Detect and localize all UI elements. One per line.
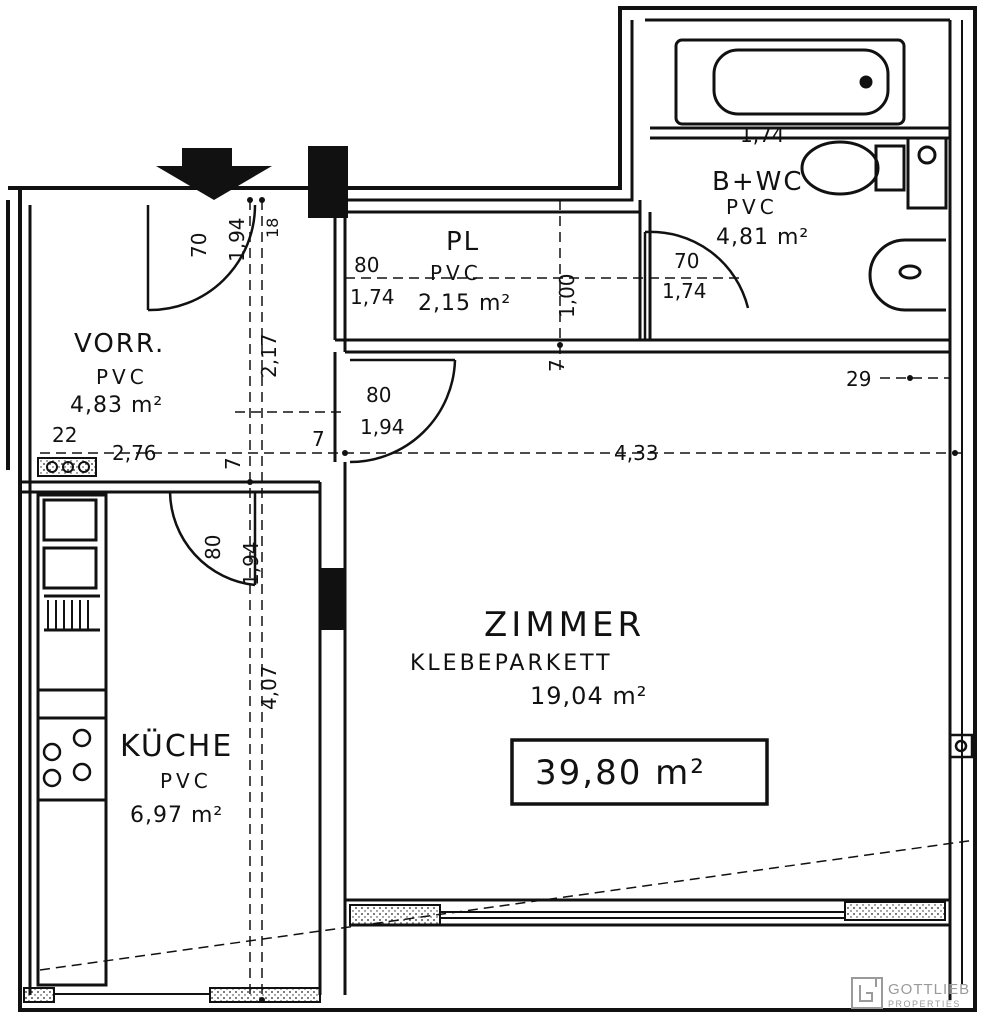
- brand-logo: GOTTLIEB PROPERTIES: [851, 977, 970, 1009]
- dim-22: 22: [52, 423, 77, 447]
- room-bwc-area: 4,81 m²: [716, 225, 809, 250]
- dim-80-pl: 80: [354, 253, 379, 277]
- room-zimmer-area: 19,04 m²: [530, 682, 647, 710]
- wall-blocks: [308, 146, 348, 630]
- room-vorr-name: VORR.: [74, 329, 165, 359]
- interior-walls: [20, 126, 950, 995]
- dim-100: 1,00: [555, 273, 579, 318]
- room-kuche-name: KÜCHE: [120, 728, 233, 764]
- sink-icon: [47, 600, 89, 630]
- room-zimmer-name: ZIMMER: [484, 605, 645, 645]
- bathtub-icon: [674, 38, 906, 126]
- dim-217: 2,17: [257, 333, 281, 378]
- dim-80-zim: 80: [366, 383, 391, 407]
- kitchen-counter: [36, 493, 108, 987]
- room-pl-area: 2,15 m²: [418, 291, 511, 316]
- room-vorr-area: 4,83 m²: [70, 393, 163, 418]
- dim-80-kue: 80: [201, 535, 225, 560]
- dim-70-entry: 70: [187, 233, 211, 258]
- room-kuche-area: 6,97 m²: [130, 803, 223, 828]
- dimension-ticks: [247, 197, 958, 1003]
- logo-icon: [851, 977, 883, 1009]
- washbasin-icon: [868, 238, 946, 312]
- room-pl-floor: PVC: [430, 261, 482, 285]
- toilet-icon: [800, 136, 948, 210]
- dim-29: 29: [846, 367, 871, 391]
- dimension-labels: 1,74 70 1,94 18 80 1,74 1,00 70 1,74 2,1…: [52, 123, 871, 710]
- dim-174-bath: 1,74: [662, 279, 707, 303]
- dim-194-entry: 1,94: [225, 217, 249, 262]
- doors: [146, 204, 750, 587]
- dim-18: 18: [263, 218, 282, 238]
- dim-194-kue: 1,94: [239, 541, 263, 586]
- room-bwc-floor: PVC: [726, 195, 778, 219]
- logo-line2: PROPERTIES: [888, 999, 961, 1009]
- logo-line1: GOTTLIEB: [888, 981, 970, 998]
- stove-icon: [42, 728, 92, 788]
- dim-174-top: 1,74: [740, 123, 785, 147]
- dim-70-bath: 70: [674, 249, 699, 273]
- room-zimmer-floor: KLEBEPARKETT: [410, 651, 613, 676]
- room-labels: VORR. PVC 4,83 m² PL PVC 2,15 m² B+WC PV…: [70, 167, 809, 828]
- room-pl-name: PL: [446, 227, 480, 257]
- window-lines: [54, 911, 845, 995]
- room-vorr-floor: PVC: [96, 365, 148, 389]
- entrance-arrow-icon: [156, 148, 272, 200]
- radiator: [948, 733, 974, 759]
- room-kuche-floor: PVC: [160, 769, 212, 793]
- dim-194-zim: 1,94: [360, 415, 405, 439]
- total-area-value: 39,80 m²: [535, 753, 706, 793]
- room-bwc-name: B+WC: [712, 167, 803, 197]
- dim-7-b: 7: [312, 427, 325, 451]
- dim-7-c: 7: [221, 457, 245, 470]
- dim-7-a: 7: [545, 359, 569, 372]
- vorr-corner-fixture: [46, 461, 90, 473]
- dim-276: 2,76: [112, 441, 157, 465]
- dimension-lines: [39, 200, 976, 1000]
- outer-walls: [6, 6, 977, 1012]
- dim-174-pl: 1,74: [350, 285, 395, 309]
- dim-433: 4,33: [614, 441, 659, 465]
- dim-407: 4,07: [257, 665, 281, 710]
- total-area-box: 39,80 m²: [510, 738, 769, 806]
